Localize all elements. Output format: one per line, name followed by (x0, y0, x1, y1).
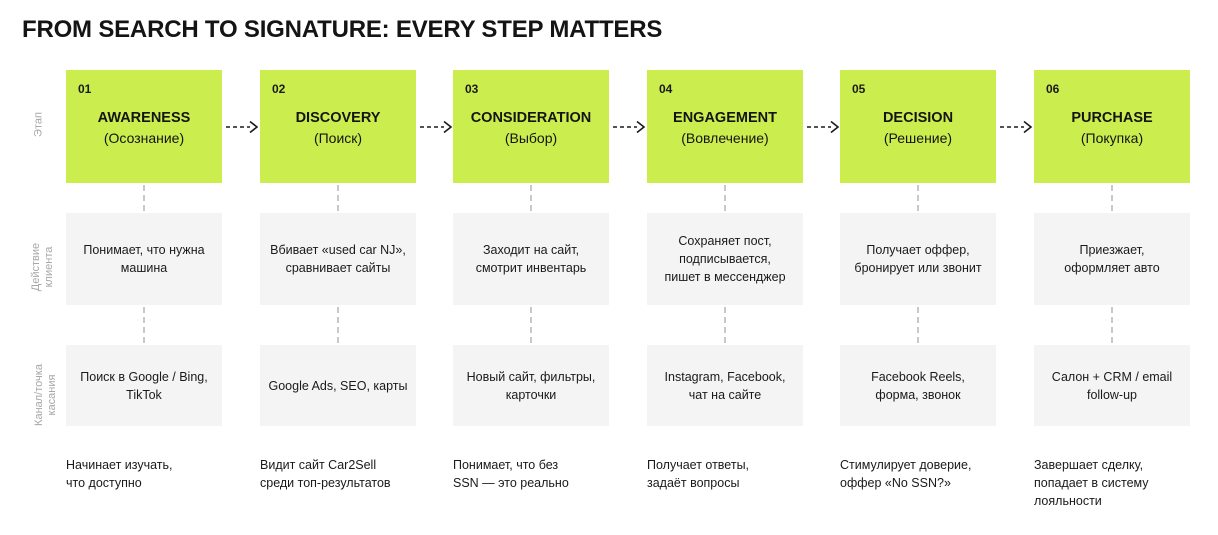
dashed-arrow-right-icon (613, 120, 647, 134)
stage-name: ENGAGEMENT (673, 110, 777, 126)
stage-title-group: DISCOVERY (Поиск) (260, 108, 416, 149)
channel-text: Поиск в Google / Bing, TikTok (80, 369, 208, 402)
stage-box-06[interactable]: 06 PURCHASE (Покупка) (1034, 70, 1190, 183)
stage-number: 05 (852, 82, 866, 96)
stage-title-group: ENGAGEMENT (Вовлечение) (647, 108, 803, 149)
channel-text: Instagram, Facebook, чат на сайте (664, 369, 786, 402)
stage-title-group: CONSIDERATION (Выбор) (453, 108, 609, 149)
stage-number: 03 (465, 82, 479, 96)
journey-column-04: 04 ENGAGEMENT (Вовлечение) Сохраняет пос… (647, 0, 840, 535)
outcome-text-04: Получает ответы, задаёт вопросы (647, 458, 750, 490)
dashed-vertical-line-icon (1111, 307, 1113, 343)
stage-number: 06 (1046, 82, 1060, 96)
stage-number: 01 (78, 82, 92, 96)
dashed-vertical-line-icon (337, 307, 339, 343)
stage-name: PURCHASE (1071, 110, 1153, 126)
journey-column-01: 01 AWARENESS (Осознание) Понимает, что н… (66, 0, 259, 535)
channel-box-03[interactable]: Новый сайт, фильтры, карточки (453, 345, 609, 426)
dashed-vertical-line-icon (530, 307, 532, 343)
dashed-vertical-line-icon (143, 185, 145, 211)
channel-box-04[interactable]: Instagram, Facebook, чат на сайте (647, 345, 803, 426)
action-box-06[interactable]: Приезжает, оформляет авто (1034, 213, 1190, 305)
dashed-arrow-right-icon (807, 120, 841, 134)
stage-number: 04 (659, 82, 673, 96)
action-box-02[interactable]: Вбивает «used car NJ», сравнивает сайты (260, 213, 416, 305)
stage-name: DECISION (882, 110, 954, 126)
action-text: Вбивает «used car NJ», сравнивает сайты (270, 243, 406, 275)
stage-subtitle: (Осознание) (103, 130, 185, 146)
action-box-04[interactable]: Сохраняет пост, подписывается, пишет в м… (647, 213, 803, 305)
action-box-01[interactable]: Понимает, что нужна машина (66, 213, 222, 305)
channel-box-06[interactable]: Салон + CRM / email follow-up (1034, 345, 1190, 426)
action-box-03[interactable]: Заходит на сайт, смотрит инвентарь (453, 213, 609, 305)
channel-text: Новый сайт, фильтры, карточки (466, 369, 596, 402)
stage-subtitle: (Выбор) (504, 130, 558, 146)
action-text: Понимает, что нужна машина (83, 243, 205, 275)
channel-text: Google Ads, SEO, карты (268, 378, 408, 393)
dashed-vertical-line-icon (917, 185, 919, 211)
channel-text: Салон + CRM / email follow-up (1051, 369, 1173, 402)
journey-column-06: 06 PURCHASE (Покупка) Приезжает, оформля… (1034, 0, 1190, 535)
channel-box-05[interactable]: Facebook Reels, форма, звонок (840, 345, 996, 426)
row-label-stage: Этап (32, 112, 45, 137)
stage-subtitle: (Вовлечение) (681, 130, 769, 146)
stage-subtitle: (Покупка) (1080, 130, 1144, 146)
channel-box-02[interactable]: Google Ads, SEO, карты (260, 345, 416, 426)
journey-column-02: 02 DISCOVERY (Поиск) Вбивает «used car N… (260, 0, 453, 535)
stage-box-04[interactable]: 04 ENGAGEMENT (Вовлечение) (647, 70, 803, 183)
page-title: FROM SEARCH TO SIGNATURE: EVERY STEP MAT… (22, 16, 663, 43)
dashed-vertical-line-icon (530, 185, 532, 211)
action-box-05[interactable]: Получает оффер, бронирует или звонит (840, 213, 996, 305)
stage-box-02[interactable]: 02 DISCOVERY (Поиск) (260, 70, 416, 183)
stage-name: DISCOVERY (295, 110, 381, 126)
outcome-text-03: Понимает, что без SSN — это реально (453, 458, 569, 490)
journey-column-05: 05 DECISION (Решение) Получает оффер, бр… (840, 0, 1033, 535)
row-label-action: Действие клиента (30, 242, 55, 292)
stage-number: 02 (272, 82, 286, 96)
action-text: Приезжает, оформляет авто (1064, 243, 1160, 275)
stage-name: CONSIDERATION (470, 110, 592, 126)
dashed-vertical-line-icon (1111, 185, 1113, 211)
stage-subtitle: (Решение) (883, 130, 953, 146)
outcome-text-01: Начинает изучать, что доступно (66, 458, 173, 490)
dashed-arrow-right-icon (420, 120, 454, 134)
journey-column-03: 03 CONSIDERATION (Выбор) Заходит на сайт… (453, 0, 646, 535)
stage-name: AWARENESS (97, 110, 191, 126)
dashed-vertical-line-icon (337, 185, 339, 211)
action-text: Получает оффер, бронирует или звонит (854, 243, 982, 275)
outcome-text-05: Стимулирует доверие, оффер «No SSN?» (840, 458, 972, 490)
stage-box-03[interactable]: 03 CONSIDERATION (Выбор) (453, 70, 609, 183)
action-text: Сохраняет пост, подписывается, пишет в м… (664, 234, 786, 284)
stage-title-group: PURCHASE (Покупка) (1034, 108, 1190, 149)
stage-subtitle: (Поиск) (313, 130, 363, 146)
outcome-text-02: Видит сайт Car2Sell среди топ-результато… (260, 458, 391, 490)
channel-box-01[interactable]: Поиск в Google / Bing, TikTok (66, 345, 222, 426)
stage-title-group: DECISION (Решение) (840, 108, 996, 149)
dashed-arrow-right-icon (1000, 120, 1034, 134)
stage-title-group: AWARENESS (Осознание) (66, 108, 222, 149)
stage-box-01[interactable]: 01 AWARENESS (Осознание) (66, 70, 222, 183)
dashed-arrow-right-icon (226, 120, 260, 134)
dashed-vertical-line-icon (724, 307, 726, 343)
row-label-channel: Канал/точка касания (33, 364, 58, 426)
dashed-vertical-line-icon (724, 185, 726, 211)
action-text: Заходит на сайт, смотрит инвентарь (475, 243, 587, 275)
stage-box-05[interactable]: 05 DECISION (Решение) (840, 70, 996, 183)
dashed-vertical-line-icon (143, 307, 145, 343)
dashed-vertical-line-icon (917, 307, 919, 343)
channel-text: Facebook Reels, форма, звонок (871, 369, 965, 402)
outcome-text-06: Завершает сделку, попадает в систему лоя… (1034, 458, 1149, 508)
